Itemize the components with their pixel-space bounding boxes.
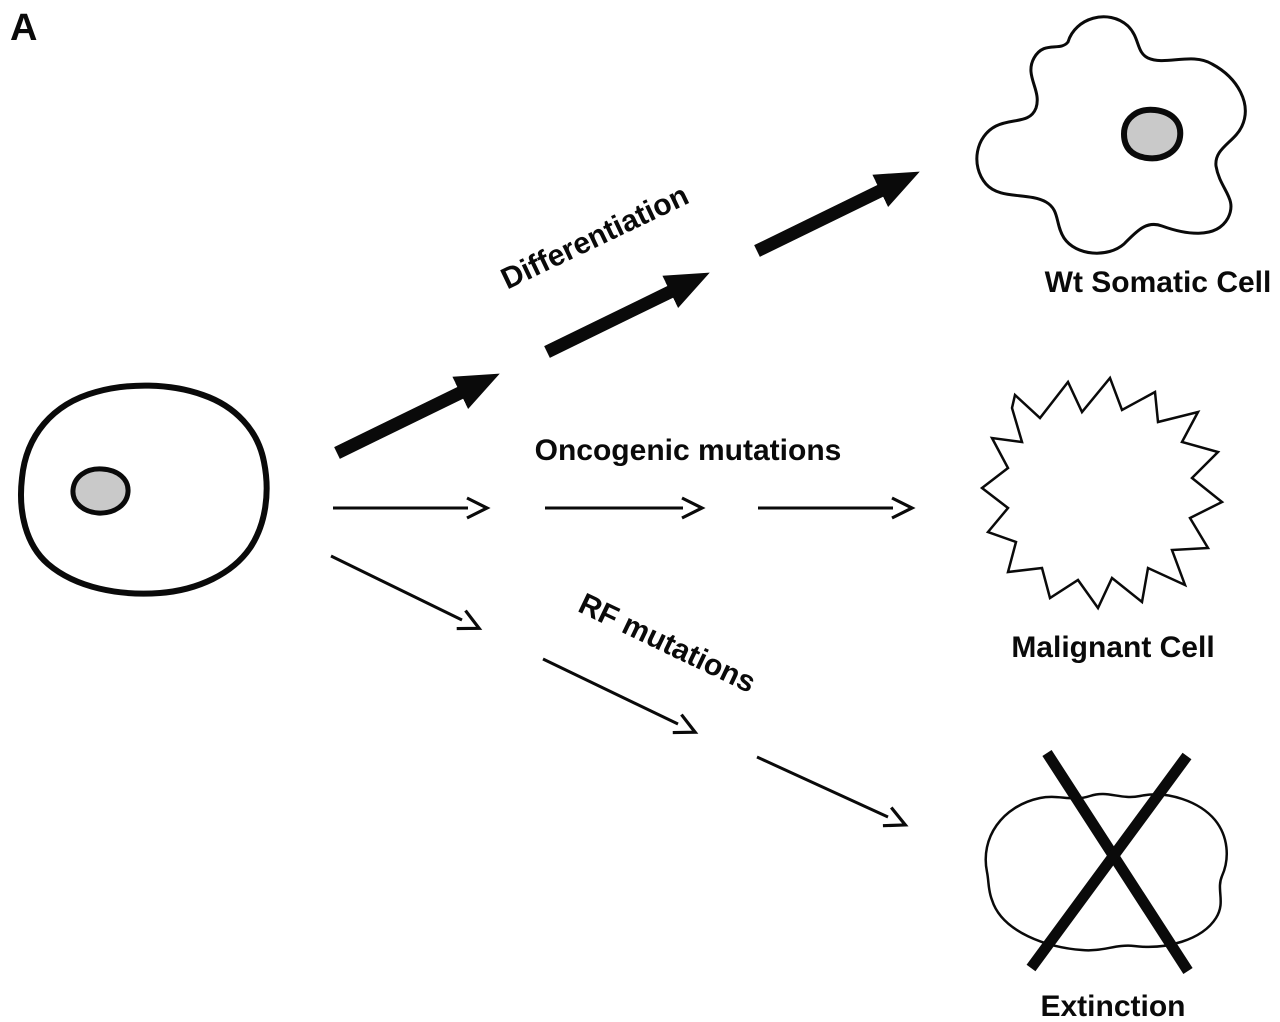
differentiation-pathway: Differentiation xyxy=(334,171,920,459)
rf-arrow-2 xyxy=(542,657,699,735)
extinction-cell: Extinction xyxy=(984,750,1228,1022)
oncogenic-mutations-label: Oncogenic mutations xyxy=(535,434,842,467)
rf-arrow-3 xyxy=(756,755,909,828)
wt-somatic-cell-nucleus xyxy=(1120,106,1184,162)
wt-somatic-cell-shape xyxy=(975,15,1247,255)
differentiation-label: Differentiation xyxy=(496,179,694,296)
rf-arrow-1 xyxy=(330,554,483,631)
malignant-cell-label: Malignant Cell xyxy=(1011,631,1214,664)
wt-somatic-cell-label: Wt Somatic Cell xyxy=(1045,266,1272,299)
rf-mutations-label: RF mutations xyxy=(573,587,760,699)
malignant-cell: Malignant Cell xyxy=(979,375,1225,664)
extinction-cross-line-2 xyxy=(1026,752,1192,972)
malignant-cell-shape xyxy=(979,375,1225,611)
extinction-cross-line-1 xyxy=(1042,750,1193,974)
differentiation-arrow-2 xyxy=(544,272,710,358)
differentiation-arrow-3 xyxy=(754,171,920,257)
progenitor-cell xyxy=(18,382,270,597)
rf-pathway: RF mutations xyxy=(330,554,909,828)
progenitor-cell-nucleus xyxy=(70,466,131,516)
progenitor-cell-shape xyxy=(18,382,270,597)
extinction-label: Extinction xyxy=(1040,990,1185,1022)
wt-somatic-cell: Wt Somatic Cell xyxy=(975,15,1272,299)
oncogenic-pathway: Oncogenic mutations xyxy=(333,434,916,520)
panel-label: A xyxy=(10,7,37,49)
differentiation-arrow-1 xyxy=(334,373,500,459)
